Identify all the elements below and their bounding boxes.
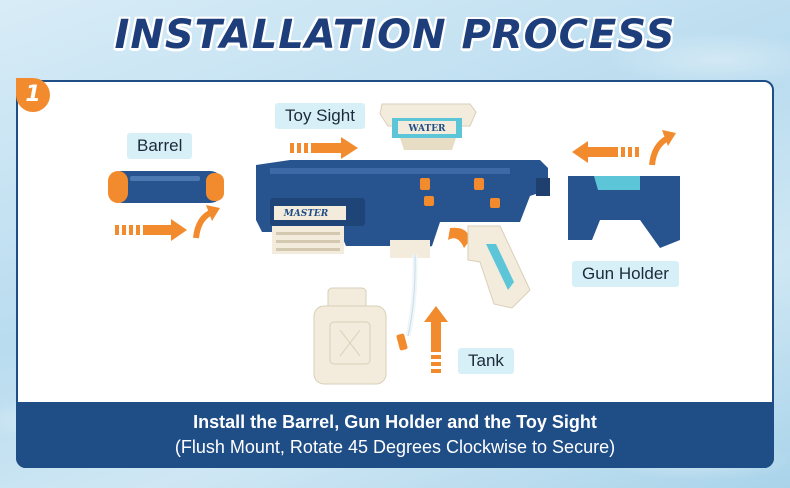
instruction-detail: (Flush Mount, Rotate 45 Degrees Clockwis… — [174, 437, 616, 457]
gun-body-part: MASTER — [256, 160, 550, 309]
step-number-badge: 1 — [16, 78, 50, 112]
arrow-right-icon — [115, 219, 187, 241]
arrow-left-icon — [572, 141, 639, 163]
toy-sight-label: Toy Sight — [275, 103, 365, 129]
barrel-part — [108, 171, 224, 203]
toy-sight-part: WATER — [379, 103, 477, 150]
tank-part — [313, 254, 418, 385]
gun-holder-label: Gun Holder — [572, 261, 679, 287]
arrow-up-icon — [424, 306, 448, 373]
sight-brand-text: WATER — [407, 124, 446, 134]
arrow-right-icon — [290, 137, 358, 159]
tank-label: Tank — [458, 348, 514, 374]
instruction-heading: Install the Barrel, Gun Holder and the T… — [193, 412, 597, 432]
page-title: INSTALLATION PROCESS — [114, 12, 676, 58]
gun-brand-text: MASTER — [283, 209, 329, 219]
barrel-label: Barrel — [127, 133, 193, 159]
gun-holder-part — [568, 176, 680, 248]
curved-arrow-icon — [193, 205, 220, 239]
curved-arrow-icon — [649, 130, 676, 166]
instruction-footer: Install the Barrel, Gun Holder and the T… — [16, 402, 774, 468]
